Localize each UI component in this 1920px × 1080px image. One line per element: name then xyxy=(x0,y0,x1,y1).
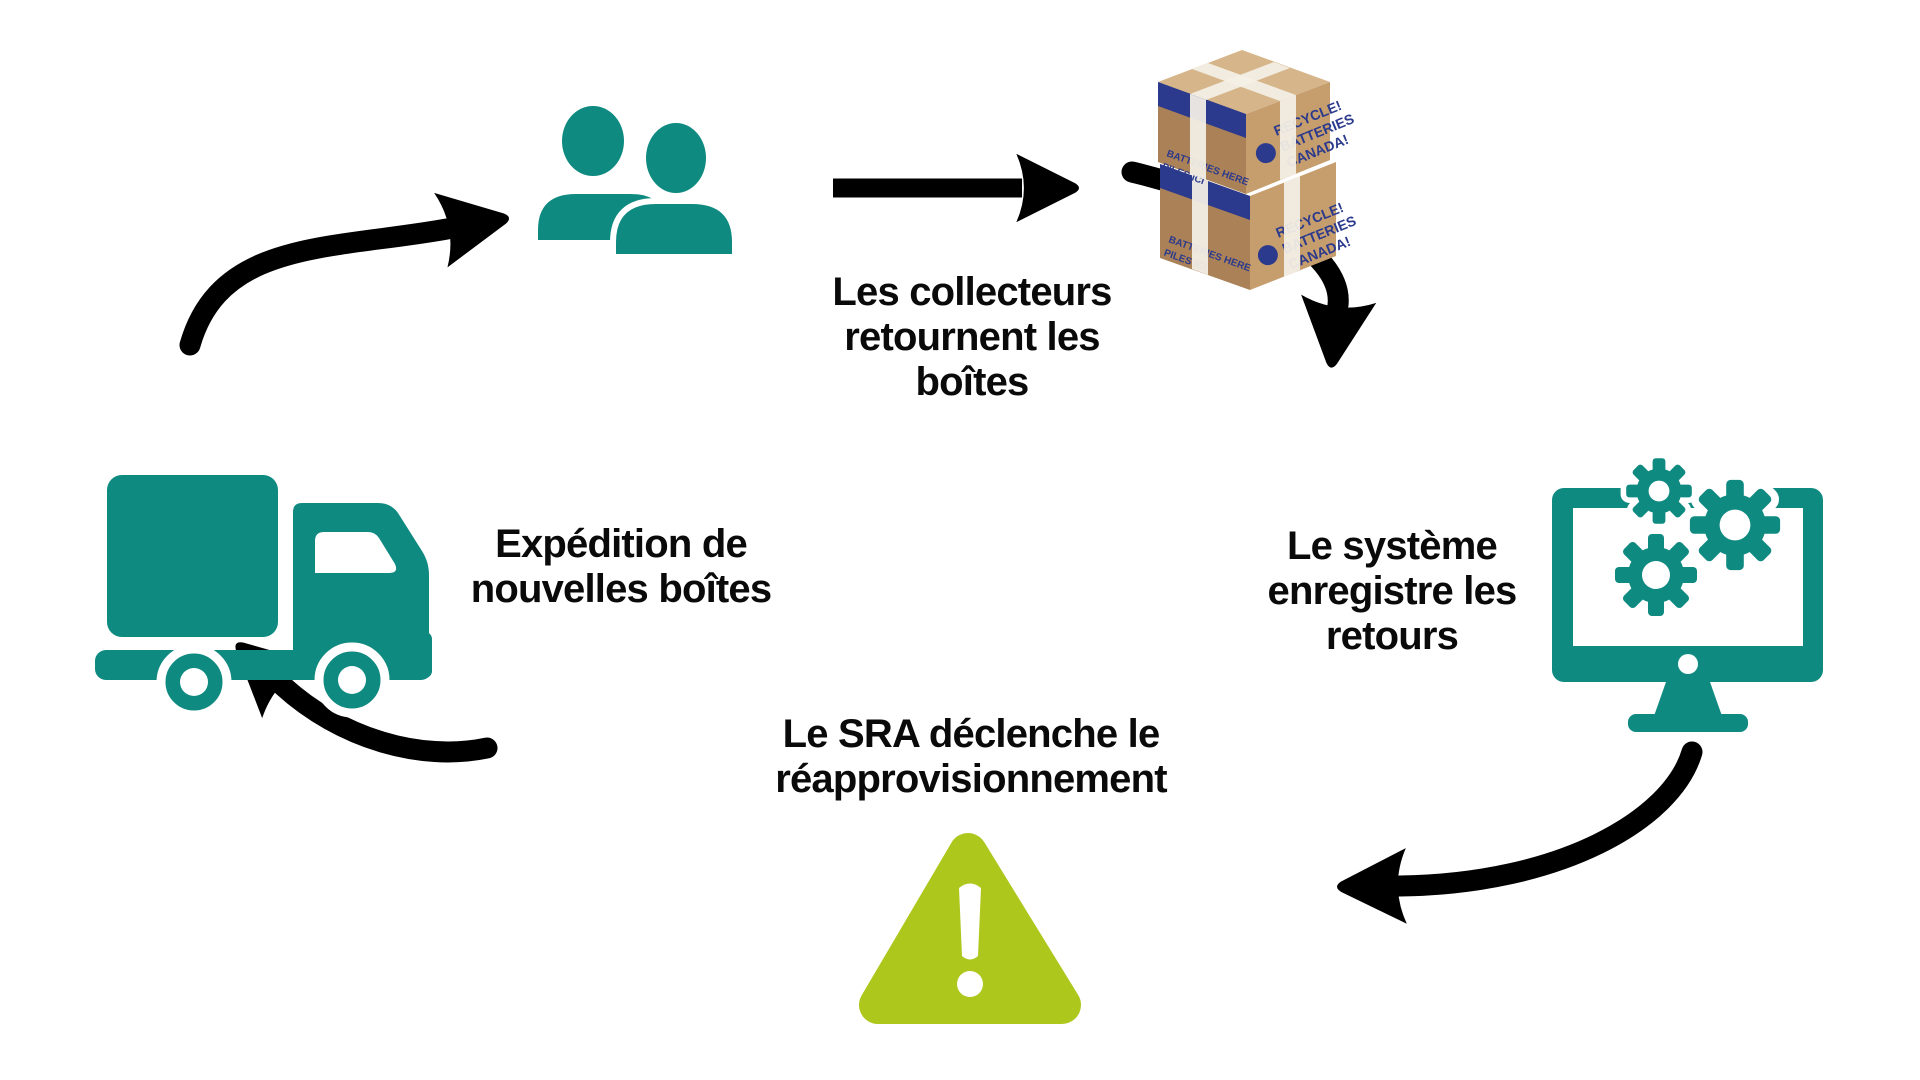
gear-medium xyxy=(1615,534,1697,616)
tape-strap xyxy=(1280,95,1296,180)
caption-line: Les collecteurs xyxy=(832,270,1112,314)
caption-collectors: Les collecteurs retournent les boîtes xyxy=(832,270,1112,405)
arrow-truck-to-collectors xyxy=(179,192,510,356)
caption-line: Expédition de xyxy=(495,522,748,566)
people-icon xyxy=(538,106,738,260)
caption-line: Le système xyxy=(1287,524,1498,568)
arrow-system-to-sra xyxy=(1337,741,1703,924)
gear-small xyxy=(1626,458,1692,524)
warning-triangle-icon xyxy=(859,833,1081,1024)
arrow-sra-to-truck xyxy=(235,642,498,763)
truck-wheel-front-hub xyxy=(338,666,366,694)
person-front-body xyxy=(616,204,732,254)
caption-line: Le SRA déclenche le xyxy=(782,712,1161,756)
truck-icon xyxy=(95,475,432,720)
truck-window xyxy=(315,532,397,573)
truck-wheel-rear-hub xyxy=(180,668,208,696)
caption-line: enregistre les xyxy=(1267,569,1518,613)
caption-system: Le système enregistre les retours xyxy=(1267,524,1518,659)
person-front-head xyxy=(646,123,706,193)
tape-strap xyxy=(1192,175,1208,275)
tape-strap-top xyxy=(1192,63,1296,101)
person-back-head xyxy=(562,106,624,176)
tape-strap xyxy=(1284,176,1300,277)
truck-cargo-box xyxy=(107,475,278,637)
caption-line: boîtes xyxy=(915,360,1029,404)
caption-line: réapprovisionnement xyxy=(775,757,1167,801)
monitor-base xyxy=(1628,714,1748,732)
gear-large xyxy=(1690,480,1780,570)
recycle-logo xyxy=(1255,143,1276,164)
exclamation-bar xyxy=(959,883,981,960)
caption-line: nouvelles boîtes xyxy=(470,567,772,611)
computer-gears-icon xyxy=(1552,458,1823,732)
battery-boxes-photo: BATTERIES HERE PILES ICI RECYCLE! BATTER… xyxy=(1158,50,1358,290)
exclamation-dot xyxy=(957,971,983,997)
recycle-logo xyxy=(1257,245,1278,266)
caption-shipping: Expédition de nouvelles boîtes xyxy=(471,522,772,612)
monitor-button xyxy=(1678,654,1698,674)
caption-sra: Le SRA déclenche le réapprovisionnement xyxy=(775,712,1167,802)
truck-cab xyxy=(293,503,429,652)
caption-line: retours xyxy=(1325,614,1459,658)
caption-line: retournent les xyxy=(844,315,1100,359)
tape-strap xyxy=(1190,94,1206,180)
monitor-stand xyxy=(1654,682,1722,716)
